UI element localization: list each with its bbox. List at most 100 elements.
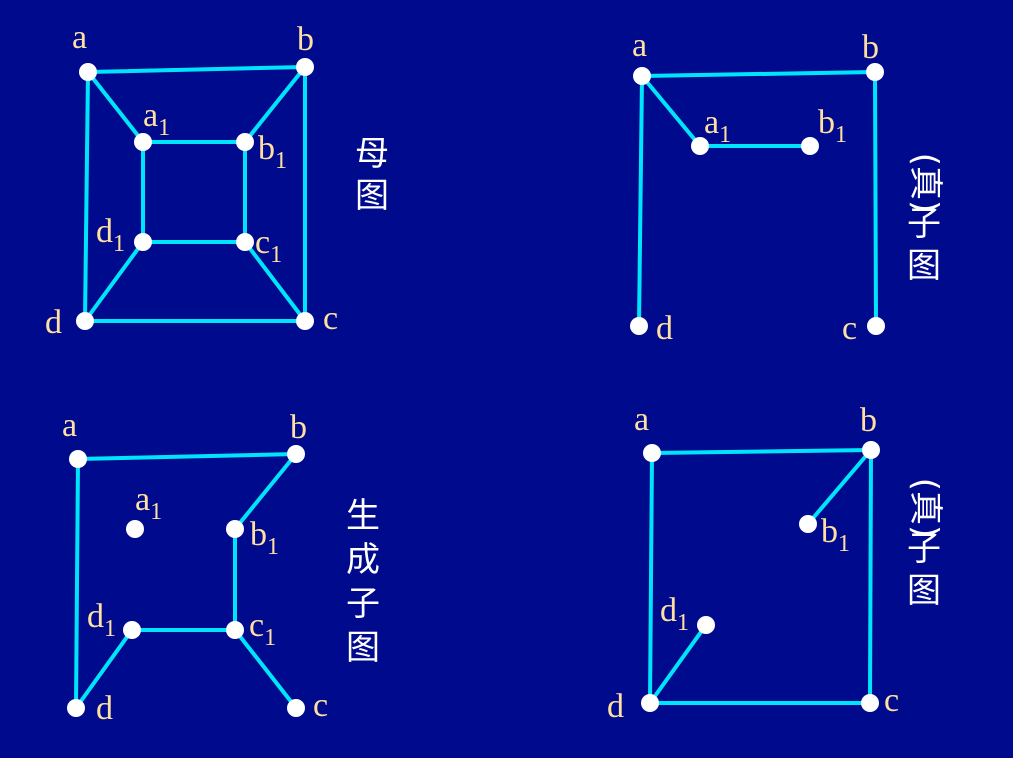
- vertex-label-c: c: [842, 310, 857, 347]
- vertex-b: [862, 441, 880, 459]
- edge-a-a1: [86, 70, 145, 144]
- vertex-a: [79, 63, 97, 81]
- vertex-label-d1: d1: [87, 598, 116, 642]
- vertex-a1: [126, 520, 144, 538]
- vertex-label-a1: a1: [704, 104, 731, 148]
- edge-a-a1: [640, 74, 702, 148]
- vertex-label-a1: a1: [135, 481, 162, 525]
- caption-char: 图: [355, 176, 389, 216]
- vertex-label-main: d: [660, 592, 677, 629]
- caption-char: 图: [907, 246, 941, 286]
- vertex-label-a: a: [62, 407, 77, 444]
- edge-b-c: [873, 70, 878, 328]
- vertex-label-main: c: [249, 607, 264, 644]
- vertex-label-sub: 1: [113, 231, 125, 257]
- vertex-label-b1: b1: [818, 104, 847, 148]
- vertex-label-d1: d1: [660, 592, 689, 636]
- caption-char: 生: [346, 496, 380, 536]
- vertex-c1: [226, 621, 244, 639]
- vertex-label-a1: a1: [143, 97, 170, 141]
- edge-d1-d: [74, 628, 134, 710]
- vertex-d: [67, 699, 85, 717]
- vertex-c: [867, 317, 885, 335]
- vertex-b1: [226, 520, 244, 538]
- caption-char: (真): [905, 478, 945, 539]
- vertex-label-main: d: [87, 598, 104, 635]
- vertex-label-b: b: [290, 409, 307, 446]
- vertex-d1: [697, 616, 715, 634]
- vertex-label-main: a: [135, 481, 150, 518]
- vertex-label-sub: 1: [158, 115, 170, 141]
- edge-b-b1: [233, 452, 298, 531]
- vertex-d1: [134, 233, 152, 251]
- vertex-label-main: a: [634, 401, 649, 438]
- vertex-b: [287, 445, 305, 463]
- vertex-a: [643, 444, 661, 462]
- edge-a-b: [650, 448, 873, 455]
- caption-char: 子: [907, 529, 941, 569]
- edge-a-b: [86, 65, 307, 74]
- vertex-label-sub: 1: [150, 499, 162, 525]
- vertex-label-sub: 1: [267, 534, 279, 560]
- vertex-label-sub: 1: [104, 616, 116, 642]
- vertex-label-main: a: [143, 97, 158, 134]
- vertex-label-main: d: [656, 310, 673, 347]
- vertex-label-sub: 1: [677, 610, 689, 636]
- vertex-label-b1: b1: [821, 513, 850, 557]
- vertex-label-a: a: [634, 401, 649, 438]
- vertex-label-c: c: [323, 300, 338, 337]
- vertex-a: [69, 450, 87, 468]
- edge-a-d: [74, 457, 80, 710]
- vertex-label-main: d: [45, 304, 62, 341]
- vertex-b: [296, 58, 314, 76]
- vertex-label-main: b: [860, 402, 877, 439]
- vertex-b1: [801, 137, 819, 155]
- vertex-label-a: a: [72, 19, 87, 56]
- vertex-c: [296, 312, 314, 330]
- vertex-c: [287, 699, 305, 717]
- vertex-label-sub: 1: [835, 122, 847, 148]
- vertex-label-main: b: [862, 29, 879, 66]
- vertex-c1: [236, 233, 254, 251]
- vertex-label-main: b: [297, 21, 314, 58]
- edge-c1-c: [233, 628, 298, 710]
- vertex-label-main: c: [842, 310, 857, 347]
- vertex-d: [630, 317, 648, 335]
- vertex-label-main: d: [607, 688, 624, 725]
- vertex-label-d1: d1: [96, 213, 125, 257]
- vertex-b: [866, 63, 884, 81]
- vertex-label-d: d: [656, 310, 673, 347]
- vertex-label-sub: 1: [270, 242, 282, 268]
- edge-b-b1: [806, 448, 873, 526]
- caption-char: 成: [346, 540, 380, 580]
- vertex-label-main: b: [821, 513, 838, 550]
- vertex-label-sub: 1: [719, 122, 731, 148]
- caption-char: 图: [346, 628, 380, 668]
- edge-d-a: [83, 70, 90, 323]
- edge-b-b1: [243, 65, 307, 144]
- vertex-label-main: b: [290, 409, 307, 446]
- vertex-label-sub: 1: [264, 625, 276, 651]
- edge-a-b: [640, 70, 877, 78]
- vertex-d: [641, 694, 659, 712]
- vertex-label-a: a: [632, 27, 647, 64]
- vertex-label-main: b: [250, 516, 267, 553]
- vertex-label-c: c: [313, 687, 328, 724]
- caption-char: 子: [346, 584, 380, 624]
- edge-a-b: [76, 452, 298, 461]
- vertex-a1: [134, 133, 152, 151]
- edge-d-d1: [83, 240, 145, 323]
- vertex-label-main: c: [313, 687, 328, 724]
- vertex-b1: [799, 515, 817, 533]
- vertex-label-b: b: [862, 29, 879, 66]
- vertex-label-b: b: [860, 402, 877, 439]
- edge-a-d: [637, 74, 644, 328]
- vertex-d: [76, 312, 94, 330]
- vertex-label-c1: c1: [249, 607, 276, 651]
- edge-c-c1: [243, 240, 307, 323]
